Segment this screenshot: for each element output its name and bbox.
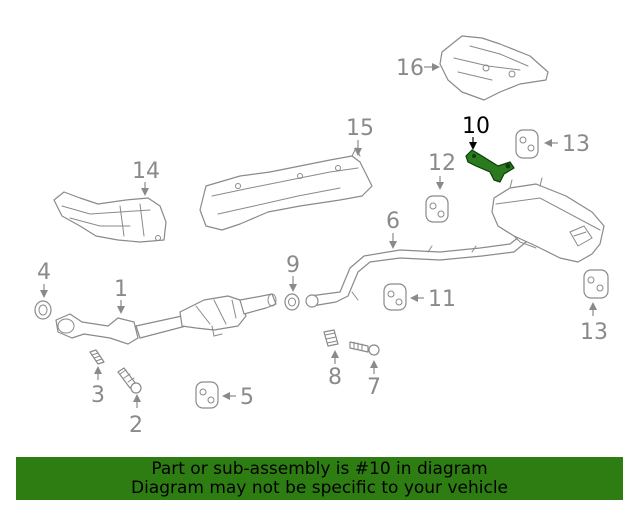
callout-7: 7 <box>367 360 381 400</box>
callout-1: 1 <box>114 277 128 314</box>
callout-number: 7 <box>367 375 381 400</box>
part-muffler <box>491 177 605 263</box>
callout-number: 3 <box>91 383 105 408</box>
part-3-stud-bolt[interactable] <box>89 349 105 365</box>
callout-number: 10 <box>462 114 490 139</box>
banner-line-1: Part or sub-assembly is #10 in diagram <box>151 459 488 479</box>
callout-number: 1 <box>114 277 128 302</box>
callout-number: 4 <box>37 260 51 285</box>
part-10-exhaust-bracket[interactable] <box>465 149 515 183</box>
part-15-heat-shield[interactable] <box>199 146 373 231</box>
callout-11: 11 <box>410 287 456 312</box>
callout-number: 12 <box>428 151 456 176</box>
callout-5: 5 <box>222 385 254 410</box>
callout-13-lower: 13 <box>580 302 608 345</box>
part-16-heat-shield[interactable] <box>439 35 549 101</box>
callout-13-upper: 13 <box>544 132 590 157</box>
callout-3: 3 <box>91 366 105 408</box>
callout-number: 11 <box>428 287 456 312</box>
part-6-center-exhaust-pipe[interactable] <box>305 235 527 308</box>
part-13-hanger-insulator-lower[interactable] <box>583 269 609 299</box>
callout-number: 13 <box>562 132 590 157</box>
part-9-gasket[interactable] <box>284 293 300 311</box>
callout-12: 12 <box>428 151 456 190</box>
callout-number: 16 <box>396 56 424 81</box>
callout-6: 6 <box>386 209 400 249</box>
callout-9: 9 <box>286 253 300 292</box>
callout-number: 2 <box>129 413 143 438</box>
callout-2: 2 <box>129 394 143 438</box>
callout-number: 15 <box>346 116 374 141</box>
part-7-bolt[interactable] <box>349 341 380 356</box>
part-11-hanger-insulator[interactable] <box>383 283 407 311</box>
callout-number: 8 <box>328 365 342 390</box>
part-4-gasket[interactable] <box>34 300 52 320</box>
callout-14: 14 <box>132 159 160 196</box>
callout-number: 5 <box>240 385 254 410</box>
part-12-hanger-insulator[interactable] <box>425 195 449 223</box>
callout-number: 14 <box>132 159 160 184</box>
callout-16: 16 <box>396 56 440 81</box>
callout-number: 6 <box>386 209 400 234</box>
part-5-hanger-insulator[interactable] <box>195 381 219 409</box>
part-13-hanger-insulator-upper[interactable] <box>515 129 539 159</box>
callout-15: 15 <box>346 116 374 156</box>
part-2-bolt[interactable] <box>117 367 142 394</box>
callout-number: 9 <box>286 253 300 278</box>
part-8-stud-bolt[interactable] <box>323 329 339 347</box>
part-info-banner: Part or sub-assembly is #10 in diagram D… <box>16 457 623 500</box>
part-1-front-exhaust-pipe[interactable] <box>55 293 277 345</box>
banner-line-2: Diagram may not be specific to your vehi… <box>130 478 508 498</box>
callout-4: 4 <box>37 260 51 298</box>
part-14-heat-shield[interactable] <box>53 191 167 243</box>
callout-8: 8 <box>328 350 342 390</box>
callout-10: 10 <box>462 114 490 150</box>
callout-number: 13 <box>580 320 608 345</box>
